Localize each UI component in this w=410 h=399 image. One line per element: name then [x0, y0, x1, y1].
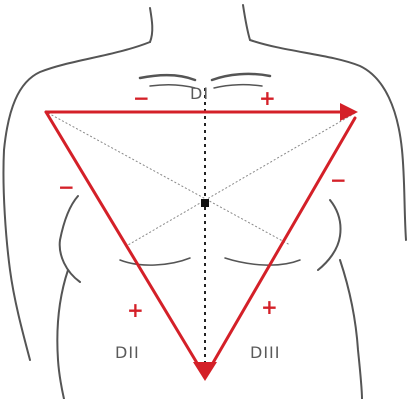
right-collarbone-lower — [214, 85, 262, 88]
left-collarbone — [140, 75, 195, 80]
left-torso-side — [57, 270, 68, 399]
center-point — [201, 199, 209, 207]
right-shoulder-line — [250, 40, 406, 240]
lead-d3-label: DIII — [250, 343, 280, 362]
right-collarbone — [212, 74, 270, 80]
lead-d1-positive-sign: + — [259, 88, 276, 108]
lead-d2-positive-sign: + — [127, 300, 144, 320]
left-chest-line — [120, 258, 190, 265]
lead-d1-label: DI — [190, 84, 209, 103]
left-collarbone-lower — [150, 85, 195, 88]
lead-d3-positive-sign: + — [261, 297, 278, 317]
lead-d1-negative-sign: − — [133, 88, 150, 108]
lead-d2-d3-arrowhead — [193, 362, 217, 381]
lead-d2-label: DII — [115, 343, 140, 362]
left-armpit-line — [60, 196, 80, 282]
right-chest-line — [225, 258, 300, 265]
faint-axis-left — [48, 113, 290, 245]
neck-left-line — [150, 8, 152, 42]
right-armpit-line — [318, 200, 341, 270]
lead-d2-negative-sign: − — [58, 177, 75, 197]
arrowheads — [193, 103, 358, 381]
einthoven-triangle — [46, 112, 355, 368]
neck-right-line — [243, 5, 250, 40]
lead-d3-negative-sign: − — [330, 170, 347, 190]
faint-axes — [48, 113, 355, 245]
right-torso-side — [340, 260, 362, 399]
lead-d2-arrow — [46, 112, 200, 368]
